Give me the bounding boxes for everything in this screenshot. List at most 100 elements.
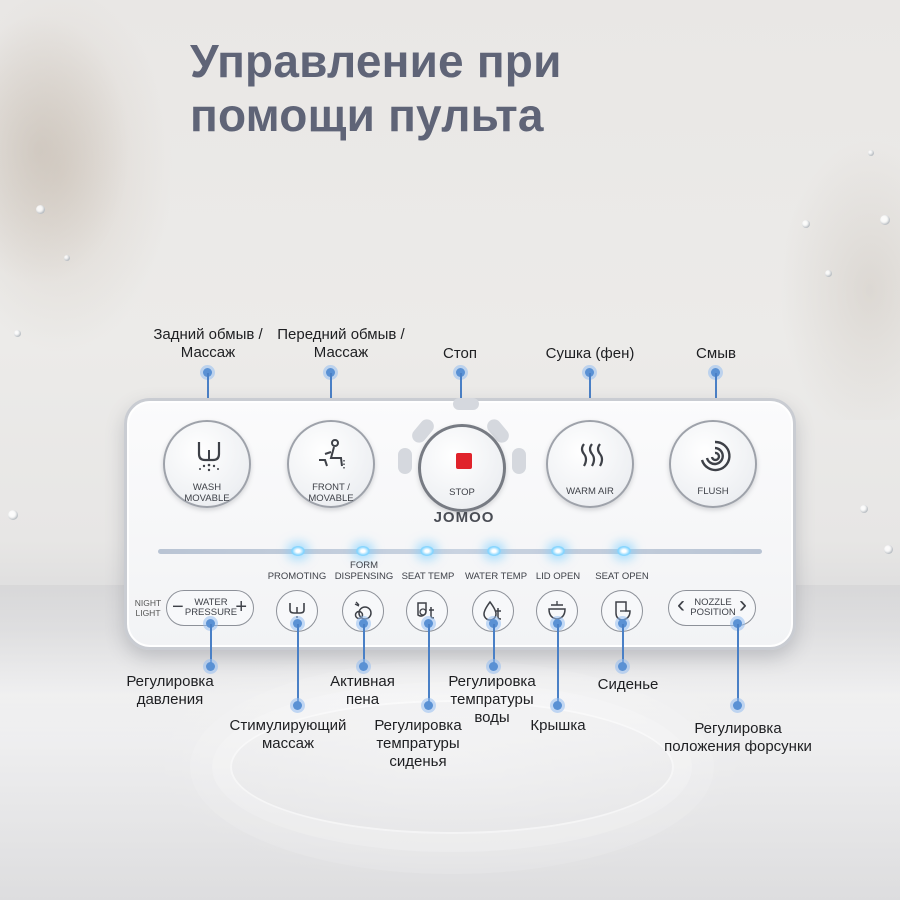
- label-flush: Смыв: [696, 345, 736, 362]
- water-drop: [825, 270, 832, 277]
- page-title: Управление при помощи пульта: [190, 34, 710, 142]
- callout-dot: [711, 368, 720, 377]
- label-warm-air: Сушка (фен): [545, 345, 635, 362]
- front-caption: FRONT / MOVABLE: [289, 482, 373, 504]
- label-foam-line-2: пена: [345, 691, 380, 708]
- stop-arc-segment: [512, 448, 526, 474]
- label-foam: Активная пена: [315, 673, 410, 709]
- nozzle-position-button[interactable]: ‹ NOZZLE POSITION ›: [668, 590, 756, 626]
- indicator-bar: [158, 549, 762, 554]
- callout-line: [297, 624, 299, 706]
- callout-dot: [553, 619, 562, 628]
- callout-dot: [733, 701, 742, 710]
- warm-air-button[interactable]: WARM AIR: [546, 420, 634, 508]
- water-pressure-caption: WATER PRESSURE: [183, 598, 239, 618]
- indicator-led: [551, 546, 565, 556]
- callout-line: [557, 624, 559, 706]
- night-light-line-1: NIGHT: [134, 598, 162, 608]
- water-temp-label: WATER TEMP: [464, 571, 528, 582]
- label-massage: Стимулирующий массаж: [222, 717, 354, 753]
- night-light-label: NIGHT LIGHT: [132, 598, 164, 618]
- callout-dot: [203, 368, 212, 377]
- stop-icon: [456, 453, 472, 469]
- callout-dot: [733, 619, 742, 628]
- indicator-led: [356, 546, 370, 556]
- callout-dot: [553, 701, 562, 710]
- indicator-led: [291, 546, 305, 556]
- wash-movable-button[interactable]: WASH MOVABLE: [163, 420, 251, 508]
- label-wash-line-1: Задний обмыв /: [153, 326, 263, 343]
- wash-caption-line-2: MOVABLE: [184, 493, 230, 504]
- chevron-right-icon: ›: [739, 591, 747, 618]
- water-drop: [8, 510, 18, 520]
- callout-line: [622, 624, 624, 666]
- callout-line: [363, 624, 365, 666]
- form-dispensing-label: FORM DISPENSING: [326, 560, 402, 582]
- label-seat-temp-line-1: Регулировка: [374, 717, 462, 734]
- flush-swirl-icon: [700, 440, 731, 472]
- seat-open-label: SEAT OPEN: [595, 571, 649, 582]
- label-water-temp-line-2: темпратуры: [450, 691, 534, 708]
- seat-temperature-icon: [417, 602, 435, 619]
- label-water-temp: Регулировка темпратуры воды: [436, 673, 548, 727]
- seat-temp-label: SEAT TEMP: [401, 571, 455, 582]
- label-nozzle: Регулировка положения форсунки: [650, 720, 826, 756]
- title-line-2: помощи пульта: [190, 89, 544, 141]
- callout-dot: [489, 619, 498, 628]
- water-drop: [36, 205, 45, 214]
- water-drop: [884, 545, 893, 554]
- water-drop: [868, 150, 874, 156]
- stop-button[interactable]: STOP: [418, 424, 506, 512]
- water-drop: [64, 255, 70, 261]
- background-mirror: [0, 0, 160, 330]
- callout-dot: [326, 368, 335, 377]
- label-seat-temp-line-3: сиденья: [389, 753, 447, 770]
- callout-dot: [585, 368, 594, 377]
- label-seat: Сиденье: [597, 676, 659, 693]
- seated-person-icon: [319, 439, 345, 470]
- front-movable-button[interactable]: FRONT / MOVABLE: [287, 420, 375, 508]
- nozzle-position-line-2: POSITION: [690, 607, 736, 618]
- night-light-line-2: LIGHT: [135, 608, 161, 618]
- callout-line: [493, 624, 495, 666]
- wash-caption: WASH MOVABLE: [165, 482, 249, 504]
- front-caption-line-2: MOVABLE: [308, 493, 354, 504]
- label-foam-line-1: Активная: [330, 673, 395, 690]
- label-pressure: Регулировка давления: [115, 673, 225, 709]
- callout-line: [210, 624, 212, 666]
- nozzle-position-caption: NOZZLE POSITION: [685, 598, 741, 618]
- indicator-led: [487, 546, 501, 556]
- stop-caption: STOP: [449, 487, 475, 498]
- label-nozzle-line-2: положения форсунки: [664, 738, 812, 755]
- label-massage-line-1: Стимулирующий: [229, 717, 347, 734]
- water-drop: [880, 215, 890, 225]
- label-water-temp-line-3: воды: [474, 709, 510, 726]
- water-ripple: [230, 700, 674, 834]
- water-pressure-button[interactable]: − WATER PRESSURE +: [166, 590, 254, 626]
- callout-dot: [424, 619, 433, 628]
- label-pressure-line-2: давления: [136, 691, 204, 708]
- water-pressure-line-2: PRESSURE: [184, 607, 238, 618]
- label-massage-line-2: массаж: [261, 735, 315, 752]
- form-dispensing-line-2: DISPENSING: [334, 571, 394, 582]
- label-wash-line-2: Массаж: [180, 344, 236, 361]
- label-wash: Задний обмыв / Массаж: [118, 326, 298, 362]
- indicator-led: [617, 546, 631, 556]
- label-seat-temp: Регулировка темпратуры сиденья: [362, 717, 474, 771]
- toilet-lid-icon: [548, 601, 566, 620]
- callout-dot: [359, 619, 368, 628]
- callout-dot: [206, 662, 215, 671]
- minus-icon: −: [172, 596, 184, 618]
- callout-dot: [206, 619, 215, 628]
- label-water-temp-line-1: Регулировка: [448, 673, 536, 690]
- callout-dot: [618, 662, 627, 671]
- callout-dot: [293, 701, 302, 710]
- warm-air-caption: WARM AIR: [566, 486, 614, 497]
- label-front-line-2: Массаж: [313, 344, 369, 361]
- callout-dot: [424, 701, 433, 710]
- flush-button[interactable]: FLUSH: [669, 420, 757, 508]
- heat-waves-icon: [580, 443, 604, 467]
- front-caption-line-1: FRONT /: [312, 482, 350, 493]
- nozzle-position-line-1: NOZZLE: [694, 597, 732, 608]
- water-drop: [860, 505, 868, 513]
